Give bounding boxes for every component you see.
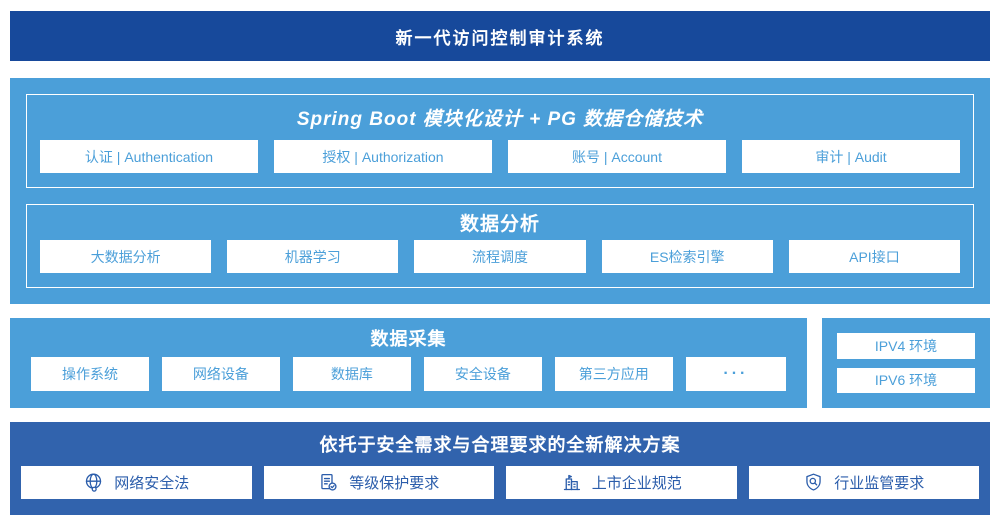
ip-environment-box: IPV4 环境 IPV6 环境 — [822, 318, 990, 408]
module-button-row: 认证 | Authentication 授权 | Authorization 账… — [40, 140, 960, 173]
analysis-button-row: 大数据分析 机器学习 流程调度 ES检索引擎 API接口 — [40, 240, 961, 273]
analysis-es-search[interactable]: ES检索引擎 — [601, 240, 773, 273]
solution-cybersecurity-law[interactable]: 网络安全法 — [21, 466, 252, 499]
source-third-party-app[interactable]: 第三方应用 — [554, 357, 673, 391]
data-collection-row: 数据采集 操作系统 网络设备 数据库 安全设备 第三方应用 ··· IPV4 环… — [10, 318, 990, 408]
solution-listed-company[interactable]: 上市企业规范 — [506, 466, 737, 499]
solution-title: 依托于安全需求与合理要求的全新解决方案 — [319, 435, 681, 455]
analysis-bigdata[interactable]: 大数据分析 — [40, 240, 212, 273]
shield-search-icon — [803, 472, 824, 493]
solution-label: 行业监管要求 — [834, 475, 925, 492]
module-audit[interactable]: 审计 | Audit — [742, 140, 960, 173]
springboot-title: Spring Boot 模块化设计 + PG 数据仓储技术 — [296, 109, 704, 130]
analysis-machine-learning[interactable]: 机器学习 — [227, 240, 399, 273]
solution-label: 上市企业规范 — [591, 475, 682, 492]
solution-label: 网络安全法 — [114, 475, 190, 492]
analysis-api[interactable]: API接口 — [788, 240, 961, 273]
page-title: 新一代访问控制审计系统 — [395, 28, 605, 48]
springboot-module-box: Spring Boot 模块化设计 + PG 数据仓储技术 认证 | Authe… — [26, 94, 974, 188]
data-collection-box: 数据采集 操作系统 网络设备 数据库 安全设备 第三方应用 ··· — [10, 318, 807, 408]
platform-section: Spring Boot 模块化设计 + PG 数据仓储技术 认证 | Authe… — [10, 78, 990, 304]
globe-icon — [83, 472, 104, 493]
doc-check-icon — [318, 472, 339, 493]
header-banner: 新一代访问控制审计系统 — [10, 11, 990, 61]
module-authentication[interactable]: 认证 | Authentication — [40, 140, 258, 173]
env-ipv4[interactable]: IPV4 环境 — [837, 333, 975, 359]
building-icon — [561, 472, 582, 493]
module-authorization[interactable]: 授权 | Authorization — [274, 140, 492, 173]
source-database[interactable]: 数据库 — [292, 357, 411, 391]
source-network-device[interactable]: 网络设备 — [161, 357, 280, 391]
data-analysis-title: 数据分析 — [459, 214, 540, 235]
solution-classified-protection[interactable]: 等级保护要求 — [263, 466, 494, 499]
analysis-workflow[interactable]: 流程调度 — [414, 240, 586, 273]
solution-button-row: 网络安全法 等级保护要求 — [21, 466, 979, 499]
source-os[interactable]: 操作系统 — [31, 357, 149, 391]
data-collection-title: 数据采集 — [370, 328, 447, 349]
solution-section: 依托于安全需求与合理要求的全新解决方案 网络安全法 — [10, 422, 990, 515]
source-security-device[interactable]: 安全设备 — [423, 357, 542, 391]
solution-label: 等级保护要求 — [349, 475, 440, 492]
source-more-ellipsis[interactable]: ··· — [685, 357, 787, 391]
collection-button-row: 操作系统 网络设备 数据库 安全设备 第三方应用 ··· — [31, 357, 787, 391]
module-account[interactable]: 账号 | Account — [508, 140, 726, 173]
solution-industry-regulation[interactable]: 行业监管要求 — [748, 466, 979, 499]
env-ipv6[interactable]: IPV6 环境 — [837, 367, 975, 393]
data-analysis-box: 数据分析 大数据分析 机器学习 流程调度 ES检索引擎 API接口 — [26, 204, 974, 288]
